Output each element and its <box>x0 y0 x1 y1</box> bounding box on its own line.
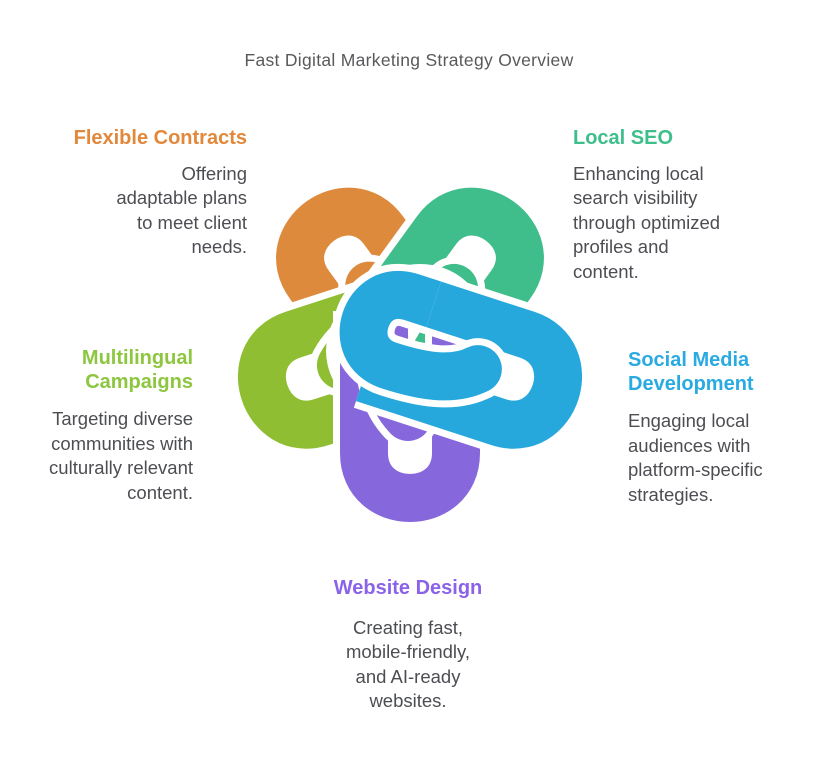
flexible-contracts-title: Flexible Contracts <box>73 127 247 149</box>
social-media-development-description: Engaging local audiences with platform-s… <box>628 410 763 505</box>
loop-social-media-development <box>332 263 589 456</box>
section-website-design: Website Design Creating fast, mobile-fri… <box>288 577 528 714</box>
section-local-seo: Local SEO Enhancing local search visibil… <box>573 127 763 284</box>
interlocking-loops-graphic <box>231 180 589 529</box>
social-media-development-title: Social Media Development <box>628 349 754 395</box>
page-title: Fast Digital Marketing Strategy Overview <box>244 50 574 70</box>
multilingual-campaigns-title: Multilingual Campaigns <box>81 347 193 393</box>
multilingual-campaigns-description: Targeting diverse communities with cultu… <box>49 408 193 503</box>
flexible-contracts-description: Offering adaptable plans to meet client … <box>116 162 247 258</box>
local-seo-title: Local SEO <box>573 127 674 149</box>
section-flexible-contracts: Flexible Contracts Offering adaptable pl… <box>17 127 247 260</box>
website-design-title: Website Design <box>333 577 483 599</box>
local-seo-description: Enhancing local search visibility throug… <box>573 162 721 282</box>
section-multilingual-campaigns: Multilingual Campaigns Targeting diverse… <box>3 347 193 505</box>
website-design-description: Creating fast, mobile-friendly, and AI-r… <box>345 616 471 712</box>
section-social-media-development: Social Media Development Engaging local … <box>628 349 813 507</box>
